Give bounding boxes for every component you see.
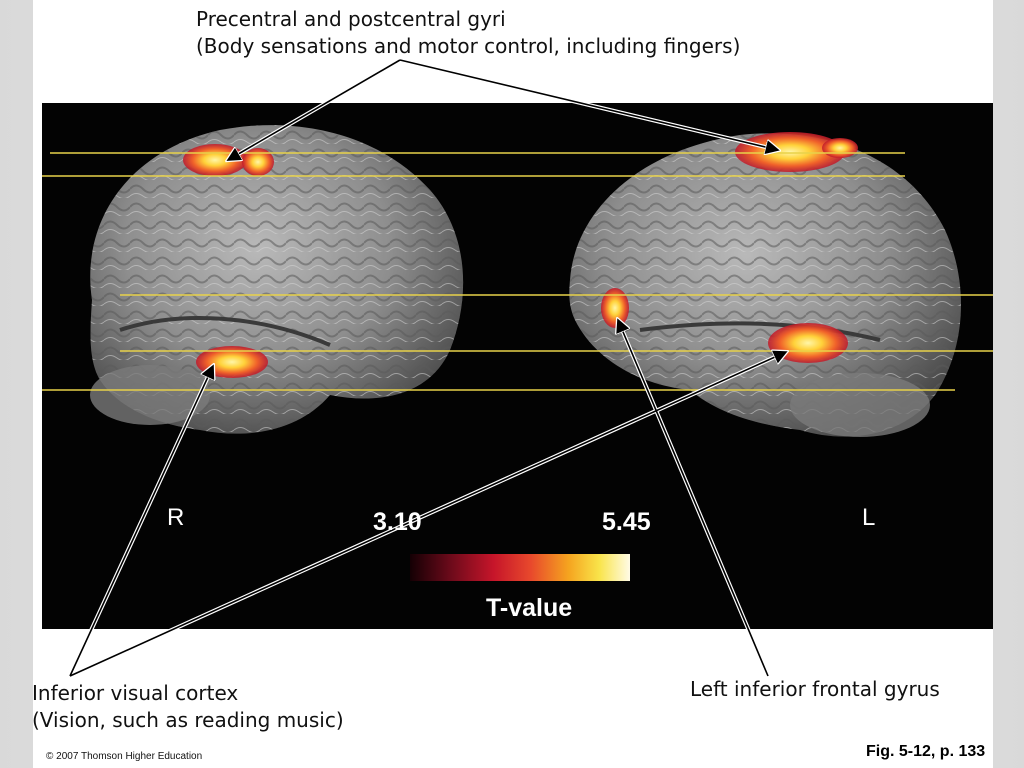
inferior-visual-title: Inferior visual cortex <box>32 681 239 705</box>
precentral-label: Precentral and postcentral gyri (Body se… <box>196 6 740 60</box>
inferior-visual-label: Inferior visual cortex (Vision, such as … <box>32 680 344 734</box>
right-hemisphere-label: R <box>167 504 185 531</box>
left-hemisphere-label: L <box>862 504 876 531</box>
copyright-text: © 2007 Thomson Higher Education <box>46 751 203 762</box>
t-value-colorbar <box>410 554 630 581</box>
left-hemisphere-brain <box>569 133 962 437</box>
slice-guide-lines <box>42 152 993 391</box>
t-value-min: 3.10 <box>373 508 422 536</box>
precentral-title: Precentral and postcentral gyri <box>196 7 506 31</box>
figure-reference: Fig. 5-12, p. 133 <box>866 743 986 760</box>
right-hemisphere-brain <box>90 125 464 434</box>
left-frontal-label: Left inferior frontal gyrus <box>690 677 940 701</box>
t-value-max: 5.45 <box>602 508 651 536</box>
t-value-label: T-value <box>486 594 573 622</box>
inferior-visual-description: (Vision, such as reading music) <box>32 708 344 732</box>
precentral-description: (Body sensations and motor control, incl… <box>196 34 741 58</box>
pointer-arrows <box>68 58 786 678</box>
